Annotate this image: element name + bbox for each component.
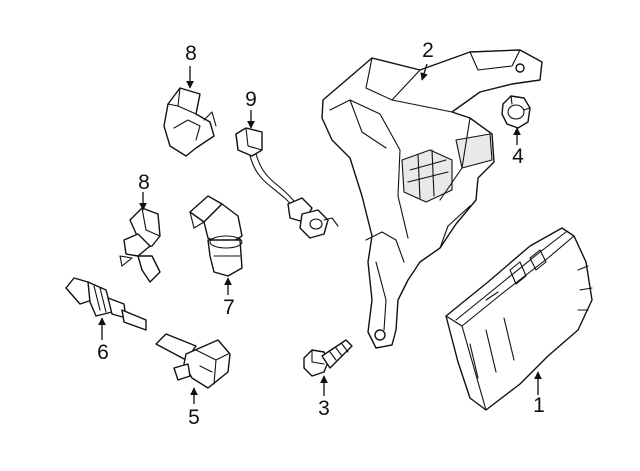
- callout-8-middle: 8: [138, 171, 150, 194]
- callout-7: 7: [223, 296, 235, 319]
- nut-icon[interactable]: [501, 95, 531, 129]
- callout-1: 1: [533, 394, 545, 417]
- ignition-coil-icon[interactable]: [155, 333, 231, 389]
- knock-sensor-icon[interactable]: [235, 127, 339, 239]
- callout-2: 2: [422, 39, 434, 62]
- position-sensor-icon[interactable]: [189, 195, 243, 277]
- callout-3: 3: [318, 397, 330, 420]
- callout-5: 5: [188, 406, 200, 429]
- bolt-icon[interactable]: [303, 339, 353, 377]
- callout-8-top: 8: [185, 42, 197, 65]
- control-module-icon[interactable]: [445, 227, 593, 411]
- callout-4: 4: [512, 145, 524, 168]
- callout-6: 6: [97, 341, 109, 364]
- callout-9: 9: [245, 88, 257, 111]
- temperature-sensor-icon[interactable]: [65, 277, 147, 331]
- camshaft-sensor-icon-2[interactable]: [119, 207, 161, 283]
- camshaft-sensor-icon[interactable]: [163, 87, 217, 157]
- mounting-bracket-icon[interactable]: [321, 49, 543, 349]
- leader-line-2: [420, 63, 428, 81]
